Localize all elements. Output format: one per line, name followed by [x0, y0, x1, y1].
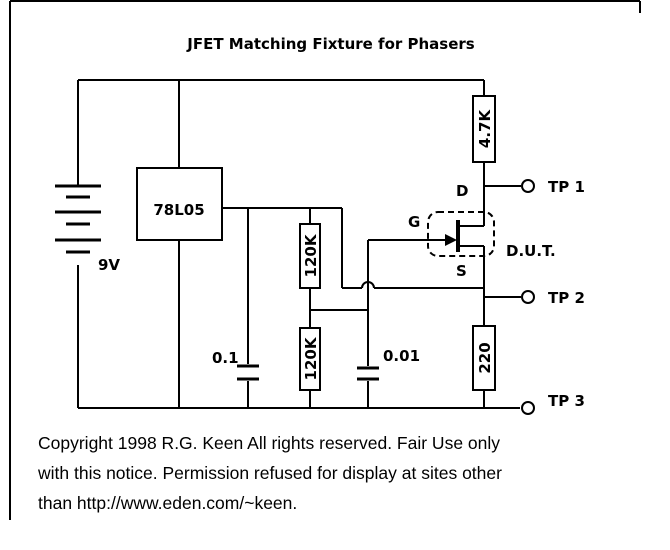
regulator-label: 78L05	[153, 201, 204, 219]
notice-line-3: than http://www.eden.com/~keen.	[38, 493, 298, 513]
capacitor-0-1-symbol	[237, 364, 259, 381]
gate-pin-label: G	[408, 213, 420, 231]
source-pin-label: S	[456, 262, 467, 280]
test-point-3-label: TP 3	[548, 392, 585, 410]
capacitor-0-01-label: 0.01	[383, 347, 420, 365]
battery-label: 9V	[98, 256, 120, 274]
frame	[9, 0, 641, 520]
diagram-title: JFET Matching Fixture for Phasers	[186, 35, 475, 53]
dut-label: D.U.T.	[506, 242, 556, 260]
notice-line-1: Copyright 1998 R.G. Keen All rights rese…	[38, 433, 501, 453]
resistor-4k7-label: 4.7K	[476, 109, 494, 149]
resistor-120k-top-label: 120K	[302, 233, 320, 277]
capacitor-0-1-label: 0.1	[212, 349, 239, 367]
resistor-220	[472, 325, 496, 391]
test-point-3-terminal	[521, 401, 535, 415]
wires	[77, 79, 521, 409]
resistor-220-label: 220	[476, 342, 494, 373]
regulator-box	[136, 167, 223, 241]
drain-pin-label: D	[456, 182, 468, 200]
test-point-2-label: TP 2	[548, 289, 585, 307]
capacitor-0-01-symbol	[357, 366, 379, 381]
notice-line-2: with this notice. Permission refused for…	[38, 463, 502, 483]
copyright-notice: Copyright 1998 R.G. Keen All rights rese…	[38, 428, 638, 518]
resistor-120k-top	[299, 223, 321, 289]
resistor-4k7	[472, 95, 496, 163]
test-point-1-terminal	[521, 179, 535, 193]
resistor-120k-bottom	[299, 327, 321, 391]
test-point-1-label: TP 1	[548, 178, 585, 196]
battery-symbol	[55, 184, 101, 254]
resistor-120k-bottom-label: 120K	[302, 336, 320, 380]
jfet-symbol	[427, 211, 495, 257]
test-point-2-terminal	[521, 290, 535, 304]
